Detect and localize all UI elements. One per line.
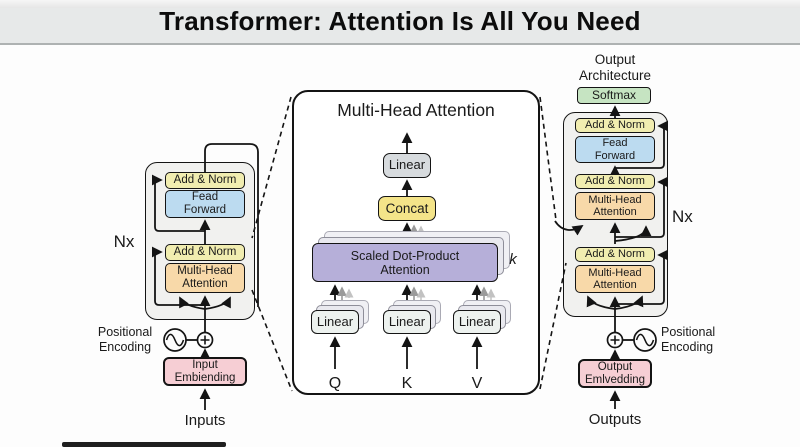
output-architecture-label: Output Architecture bbox=[560, 52, 670, 84]
encoder-mha-line1: Multi-Head bbox=[177, 265, 233, 278]
mha-linear-v: Linear bbox=[453, 310, 501, 334]
decoder-add-norm-3-label: Add & Norm bbox=[585, 248, 645, 261]
encoder-feed-forward: Fead Forward bbox=[165, 190, 245, 218]
encoder-pos-line1: Positional bbox=[97, 325, 153, 339]
input-embedding-line1: Input bbox=[192, 358, 218, 371]
decoder-mha1-line1: Multi-Head bbox=[588, 193, 642, 206]
encoder-add-norm-top: Add & Norm bbox=[165, 172, 245, 189]
encoder-add-norm-top-label: Add & Norm bbox=[173, 174, 237, 187]
bottom-strip bbox=[0, 0, 800, 8]
k-label: K bbox=[401, 375, 413, 392]
mha-linear-q-label: Linear bbox=[316, 313, 354, 329]
encoder-ff-line2: Forward bbox=[183, 204, 227, 216]
decoder-lines bbox=[554, 105, 668, 409]
encoder-pos-line2: Encoding bbox=[98, 340, 152, 354]
mha-panel-title: Multi-Head Attention bbox=[337, 100, 495, 120]
page-title: Transformer: Attention Is All You Need bbox=[159, 6, 641, 36]
k-heads-label: k bbox=[509, 251, 517, 268]
decoder-nx-label: Nx bbox=[672, 207, 693, 226]
output-architecture-line2: Architecture bbox=[578, 68, 652, 84]
positional-encoding-sine-icon bbox=[163, 328, 657, 352]
encoder-nx-label: Nx bbox=[113, 232, 135, 251]
sdpa-line2: Attention bbox=[380, 262, 430, 277]
encoder-lines bbox=[152, 143, 259, 410]
mha-linear-v-label: Linear bbox=[458, 313, 496, 329]
decoder-pos-line2: Encoding bbox=[661, 340, 714, 354]
encoder-add-norm-bottom: Add & Norm bbox=[165, 244, 245, 261]
mha-panel-arrows bbox=[329, 132, 483, 369]
decoder-multi-head-attention-1: Multi-Head Attention bbox=[575, 192, 655, 220]
encoder-add-norm-bottom-label: Add & Norm bbox=[173, 246, 237, 259]
decoder-mha2-line2: Attention bbox=[593, 279, 637, 291]
output-architecture-line1: Output bbox=[594, 52, 636, 67]
encoder-ff-line1: Fead bbox=[191, 191, 219, 204]
decoder-pos-line1: Positional bbox=[661, 325, 716, 339]
mha-ghost-arrows-2 bbox=[344, 225, 496, 300]
mha-linear-q: Linear bbox=[311, 310, 359, 334]
decoder-add-norm-1-label: Add & Norm bbox=[585, 119, 645, 132]
scaled-dot-product-attention: Scaled Dot-Product Attention bbox=[312, 243, 498, 282]
encoder-mha-line2: Attention bbox=[182, 278, 228, 290]
mha-linear-k-label: Linear bbox=[388, 313, 426, 329]
decoder-ff-line1: Fead bbox=[602, 137, 628, 150]
input-embedding-box: Input Embiending bbox=[163, 357, 247, 386]
sdpa-line1: Scaled Dot-Product bbox=[350, 248, 460, 263]
softmax-label: Softmax bbox=[591, 87, 636, 102]
decoder-feed-forward: Fead Forward bbox=[575, 136, 655, 163]
decoder-add-norm-1: Add & Norm bbox=[575, 118, 655, 133]
mha-concat-label: Concat bbox=[385, 200, 429, 216]
q-label: Q bbox=[328, 375, 342, 392]
add-symbol-icon bbox=[196, 331, 624, 349]
inputs-label: Inputs bbox=[184, 412, 226, 429]
softmax-box: Softmax bbox=[577, 87, 651, 104]
bottom-bar bbox=[62, 442, 226, 447]
decoder-positional-encoding-label: Positional Encoding bbox=[661, 325, 731, 355]
decoder-mha2-line1: Multi-Head bbox=[588, 266, 642, 279]
encoder-multi-head-attention: Multi-Head Attention bbox=[165, 263, 245, 293]
mha-concat: Concat bbox=[378, 196, 436, 221]
encoder-positional-encoding-label: Positional Encoding bbox=[92, 325, 158, 355]
output-embedding-box: Output Emlvedding bbox=[578, 359, 652, 388]
decoder-ff-line2: Forward bbox=[594, 149, 636, 162]
decoder-add-norm-2-label: Add & Norm bbox=[585, 175, 645, 188]
output-embedding-line1: Output bbox=[597, 360, 633, 373]
mha-linear-out: Linear bbox=[383, 153, 431, 178]
mha-linear-k: Linear bbox=[383, 310, 431, 334]
decoder-multi-head-attention-2: Multi-Head Attention bbox=[575, 265, 655, 293]
input-embedding-line2: Embiending bbox=[174, 371, 236, 384]
decoder-add-norm-3: Add & Norm bbox=[575, 247, 655, 262]
outputs-label: Outputs bbox=[588, 411, 642, 428]
v-label: V bbox=[471, 375, 483, 392]
decoder-add-norm-2: Add & Norm bbox=[575, 174, 655, 189]
mha-linear-out-label: Linear bbox=[388, 157, 426, 173]
output-embedding-line2: Emlvedding bbox=[584, 373, 646, 386]
decoder-mha1-line2: Attention bbox=[593, 206, 637, 218]
